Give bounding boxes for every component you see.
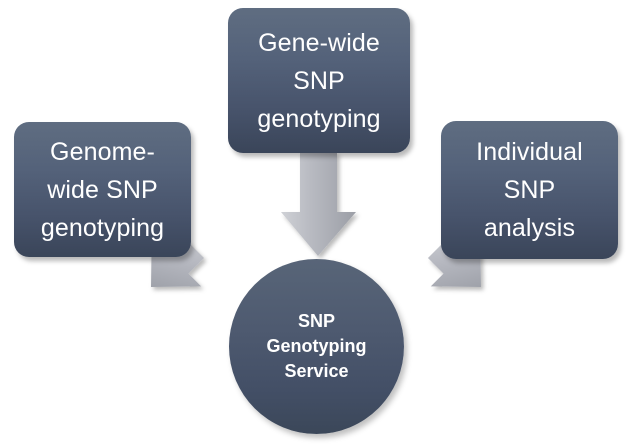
node-gene-wide-label: Gene-wide SNP genotyping — [257, 28, 381, 133]
node-genome-wide-snp-genotyping[interactable]: Genome- wide SNP genotyping — [14, 122, 191, 257]
arrow-top-down-icon — [281, 152, 356, 256]
node-individual-label: Individual SNP analysis — [476, 138, 583, 242]
node-gene-wide-snp-genotyping[interactable]: Gene-wide SNP genotyping — [228, 8, 410, 153]
node-snp-genotyping-service[interactable]: SNP Genotyping Service — [229, 259, 404, 434]
node-individual-snp-analysis[interactable]: Individual SNP analysis — [441, 121, 618, 259]
node-genome-wide-label: Genome- wide SNP genotyping — [40, 137, 165, 242]
node-center-label: SNP Genotyping Service — [266, 311, 367, 381]
